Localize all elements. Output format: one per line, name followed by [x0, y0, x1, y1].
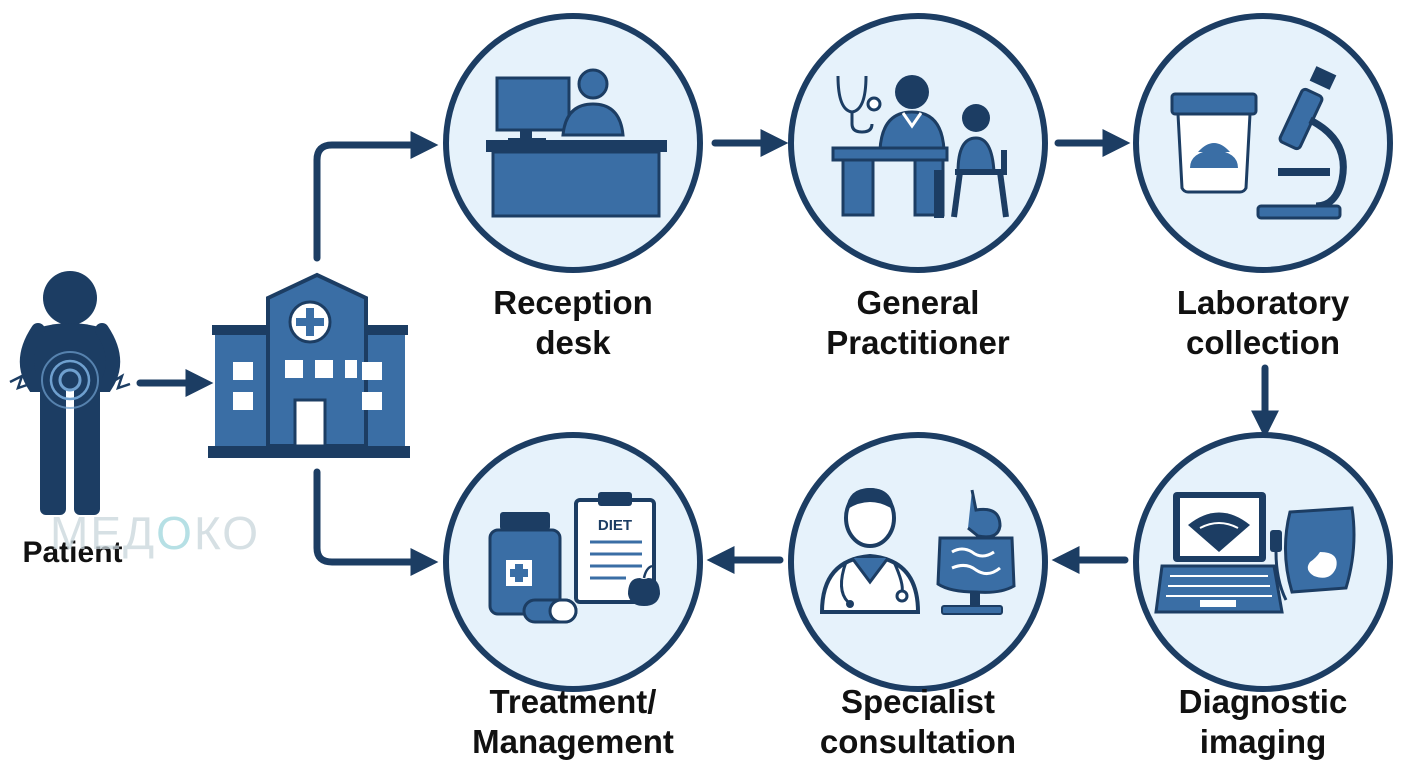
reception-label: Reception desk	[453, 283, 693, 363]
lab-label-line2: collection	[1185, 324, 1341, 361]
reception-label-line1: Reception	[493, 284, 653, 321]
gp-label-line1: General	[856, 284, 980, 321]
watermark-logo: МЕДОКО	[50, 506, 260, 560]
diet-text: DIET	[598, 517, 632, 534]
imaging-label: Diagnostic imaging	[1143, 682, 1383, 762]
watermark-pre: МЕД	[50, 507, 157, 559]
treatment-node: DIET	[443, 432, 703, 692]
patient-label: Patient	[22, 536, 123, 569]
lab-sample-microscope-icon	[1170, 66, 1347, 220]
medication-diet-icon: DIET	[488, 492, 660, 624]
specialist-node	[788, 432, 1048, 692]
imaging-label-line2: imaging	[1199, 723, 1327, 760]
gp-label-line2: Practitioner	[826, 324, 1010, 361]
patient-abdominal-pain-icon	[9, 271, 131, 515]
lab-label: Laboratory collection	[1138, 283, 1388, 363]
gp-node	[788, 13, 1048, 273]
specialist-digestive-icon	[819, 488, 1016, 615]
reception-node	[443, 13, 703, 273]
treatment-label: Treatment/ Management	[443, 682, 703, 762]
specialist-label-line2: consultation	[819, 723, 1017, 760]
imaging-node	[1133, 432, 1393, 692]
arrow-hospital-to-reception	[313, 131, 439, 262]
reception-label-line2: desk	[535, 324, 611, 361]
lab-node	[1133, 13, 1393, 273]
imaging-label-line1: Diagnostic	[1178, 683, 1348, 720]
hospital-building-icon	[208, 272, 410, 458]
watermark-post: КО	[193, 507, 260, 559]
arrow-hospital-to-treatment	[313, 468, 439, 576]
lab-label-line1: Laboratory	[1176, 284, 1350, 321]
treatment-label-line2: Management	[472, 723, 674, 760]
treatment-label-line1: Treatment/	[489, 683, 657, 720]
specialist-label-line1: Specialist	[840, 683, 996, 720]
ultrasound-scanner-icon	[1154, 492, 1356, 614]
doctor-consultation-icon	[831, 75, 1009, 218]
reception-desk-icon	[486, 68, 667, 218]
gp-label: General Practitioner	[788, 283, 1048, 363]
connectors	[136, 129, 1279, 576]
watermark-mid: О	[156, 507, 194, 559]
specialist-label: Specialist consultation	[788, 682, 1048, 762]
